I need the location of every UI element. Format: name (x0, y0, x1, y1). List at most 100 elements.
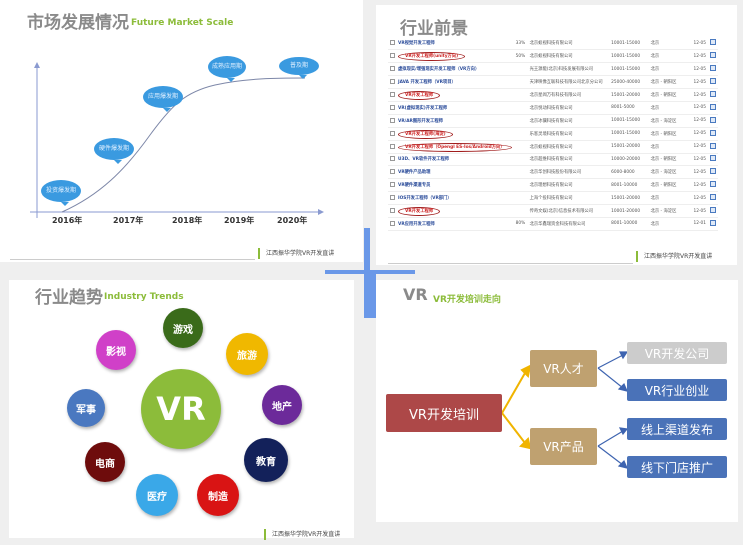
action-cell[interactable] (708, 101, 718, 115)
row-checkbox[interactable] (390, 130, 395, 136)
apply-icon[interactable] (710, 78, 716, 85)
job-title-cell[interactable]: VR硬件渠道专员 (388, 178, 514, 193)
company-cell[interactable]: 北京超维科技有限公司 (527, 153, 610, 167)
job-title-cell[interactable]: VR(虚拟现实)开发工程师 (388, 101, 514, 115)
apply-icon[interactable] (710, 116, 716, 123)
job-title-link[interactable]: VR(虚拟现实)开发工程师 (398, 105, 448, 111)
action-cell[interactable] (708, 153, 718, 167)
job-row[interactable]: VR(虚拟现实)开发工程师 北京悦动科技有限公司 8001-5000 北京 12… (388, 101, 718, 115)
job-title-cell[interactable]: VR视觉开发工程师 (388, 37, 514, 51)
apply-icon[interactable] (710, 142, 716, 149)
job-title-link[interactable]: VR开发工程师(海淀) (398, 129, 453, 139)
job-row[interactable]: IOS开发工程师（VR部门） 上海个投科技有限公司 15001-20000 北京… (388, 191, 718, 206)
action-cell[interactable] (708, 191, 718, 206)
company-cell[interactable]: 北京蚁视科技有限公司 (527, 37, 610, 51)
row-checkbox[interactable] (390, 169, 395, 175)
job-row[interactable]: U3D、VR软件开发工程师 北京超维科技有限公司 10000-20000 北京 … (388, 153, 718, 167)
job-row[interactable]: VR/AR图形开发工程师 北京冰骥科技有限公司 10001-15000 北京 -… (388, 114, 718, 128)
apply-icon[interactable] (710, 91, 716, 97)
action-cell[interactable] (708, 114, 718, 128)
job-title-cell[interactable]: VR开发工程师 (388, 204, 514, 218)
row-checkbox[interactable] (390, 143, 395, 149)
job-title-cell[interactable]: VR开发工程师 (388, 88, 514, 102)
job-title-cell[interactable]: 虚拟现实/增强现实开发工程师（VR方向） (388, 62, 514, 77)
job-title-link[interactable]: VR/AR图形开发工程师 (398, 118, 443, 124)
apply-icon[interactable] (710, 65, 716, 72)
job-row[interactable]: 虚拟现实/增强现实开发工程师（VR方向） 光王源能(北京)科技发展有限公司 10… (388, 62, 718, 77)
row-checkbox[interactable] (390, 182, 395, 188)
action-cell[interactable] (708, 217, 718, 231)
job-title-cell[interactable]: U3D、VR软件开发工程师 (388, 153, 514, 167)
row-checkbox[interactable] (390, 66, 395, 72)
company-cell[interactable]: 北京华鑫瑞资金科技有限公司 (527, 217, 610, 231)
job-row[interactable]: JAVA 开发工程师（VR项目） 天津映像互联科技有限公司北京分公司 25000… (388, 75, 718, 90)
apply-icon[interactable] (710, 181, 716, 188)
job-row[interactable]: VR开发工程师 北京星闻万有科技有限公司 15001-20000 北京 - 朝阳… (388, 88, 718, 102)
job-title-link[interactable]: VR应用开发工程师 (398, 221, 435, 227)
job-title-cell[interactable]: JAVA 开发工程师（VR项目） (388, 75, 514, 90)
job-row[interactable]: VR开发工程师(海淀) 乐客灵境科技有限公司 10001-15000 北京 - … (388, 127, 718, 141)
row-checkbox[interactable] (390, 104, 395, 110)
job-title-link[interactable]: VR开发工程师 (398, 91, 441, 100)
apply-icon[interactable] (710, 194, 716, 201)
company-cell[interactable]: 上海个投科技有限公司 (527, 191, 610, 206)
job-title-link[interactable]: VR开发工程师 (398, 207, 441, 217)
apply-icon[interactable] (710, 52, 716, 59)
job-title-link[interactable]: VR硬件渠道专员 (398, 183, 431, 189)
row-checkbox[interactable] (390, 220, 395, 226)
job-row[interactable]: VR开发工程师 传奇文娱(北京)信息技术有限公司 10001-20000 北京 … (388, 204, 718, 218)
company-cell[interactable]: 光王源能(北京)科技发展有限公司 (527, 62, 610, 77)
job-title-cell[interactable]: VR开发工程师(unity方向) (388, 49, 514, 64)
apply-icon[interactable] (710, 207, 716, 214)
job-title-cell[interactable]: VR开发工程师（Opengl ES-Ios/Android方向） (388, 140, 514, 154)
company-cell[interactable]: 北京蚁视科技有限公司 (527, 140, 610, 154)
job-title-link[interactable]: 虚拟现实/增强现实开发工程师（VR方向） (398, 67, 480, 73)
job-title-link[interactable]: U3D、VR软件开发工程师 (398, 157, 450, 163)
action-cell[interactable] (708, 165, 718, 180)
job-title-link[interactable]: VR开发工程师(unity方向) (398, 52, 466, 62)
job-title-link[interactable]: JAVA 开发工程师（VR项目） (398, 80, 456, 86)
job-row[interactable]: VR硬件渠道专员 北京理想科技有限公司 8001-10000 北京 - 朝阳区 … (388, 178, 718, 193)
apply-icon[interactable] (710, 129, 716, 136)
action-cell[interactable] (708, 75, 718, 90)
company-cell[interactable]: 北京冰骥科技有限公司 (527, 114, 610, 128)
row-checkbox[interactable] (390, 195, 395, 201)
company-cell[interactable]: 乐客灵境科技有限公司 (527, 127, 610, 141)
job-row[interactable]: VR开发工程师（Opengl ES-Ios/Android方向） 北京蚁视科技有… (388, 140, 718, 154)
job-title-link[interactable]: VR开发工程师（Opengl ES-Ios/Android方向） (398, 142, 512, 152)
company-cell[interactable]: 北京悦动科技有限公司 (527, 101, 610, 115)
action-cell[interactable] (708, 127, 718, 141)
job-title-link[interactable]: VR视觉开发工程师 (398, 41, 435, 47)
job-row[interactable]: VR应用开发工程师 80% 北京华鑫瑞资金科技有限公司 8001-10000 北… (388, 217, 718, 231)
apply-icon[interactable] (710, 155, 716, 162)
job-title-cell[interactable]: VR/AR图形开发工程师 (388, 114, 514, 128)
job-row[interactable]: VR硬件产品助理 北京华创科技股份有限公司 6000-8000 北京 - 海淀区… (388, 165, 718, 180)
company-cell[interactable]: 传奇文娱(北京)信息技术有限公司 (527, 204, 610, 218)
row-checkbox[interactable] (390, 40, 395, 46)
row-checkbox[interactable] (390, 53, 395, 59)
action-cell[interactable] (708, 140, 718, 154)
row-checkbox[interactable] (390, 79, 395, 85)
job-title-cell[interactable]: IOS开发工程师（VR部门） (388, 191, 514, 206)
row-checkbox[interactable] (390, 156, 395, 162)
action-cell[interactable] (708, 178, 718, 193)
job-title-cell[interactable]: VR开发工程师(海淀) (388, 127, 514, 141)
company-cell[interactable]: 北京华创科技股份有限公司 (527, 165, 610, 180)
job-row[interactable]: VR视觉开发工程师 33% 北京蚁视科技有限公司 10001-15000 北京 … (388, 37, 718, 51)
action-cell[interactable] (708, 204, 718, 218)
apply-icon[interactable] (710, 39, 716, 46)
action-cell[interactable] (708, 88, 718, 102)
company-cell[interactable]: 天津映像互联科技有限公司北京分公司 (527, 75, 610, 90)
job-row[interactable]: VR开发工程师(unity方向) 50% 北京蚁视科技有限公司 10001-15… (388, 49, 718, 64)
row-checkbox[interactable] (390, 92, 395, 97)
company-cell[interactable]: 北京理想科技有限公司 (527, 178, 610, 193)
job-title-cell[interactable]: VR硬件产品助理 (388, 165, 514, 180)
job-title-cell[interactable]: VR应用开发工程师 (388, 217, 514, 231)
action-cell[interactable] (708, 62, 718, 77)
apply-icon[interactable] (710, 219, 716, 226)
company-cell[interactable]: 北京星闻万有科技有限公司 (527, 88, 610, 102)
row-checkbox[interactable] (390, 117, 395, 123)
action-cell[interactable] (708, 37, 718, 51)
action-cell[interactable] (708, 49, 718, 64)
job-title-link[interactable]: IOS开发工程师（VR部门） (398, 196, 452, 202)
